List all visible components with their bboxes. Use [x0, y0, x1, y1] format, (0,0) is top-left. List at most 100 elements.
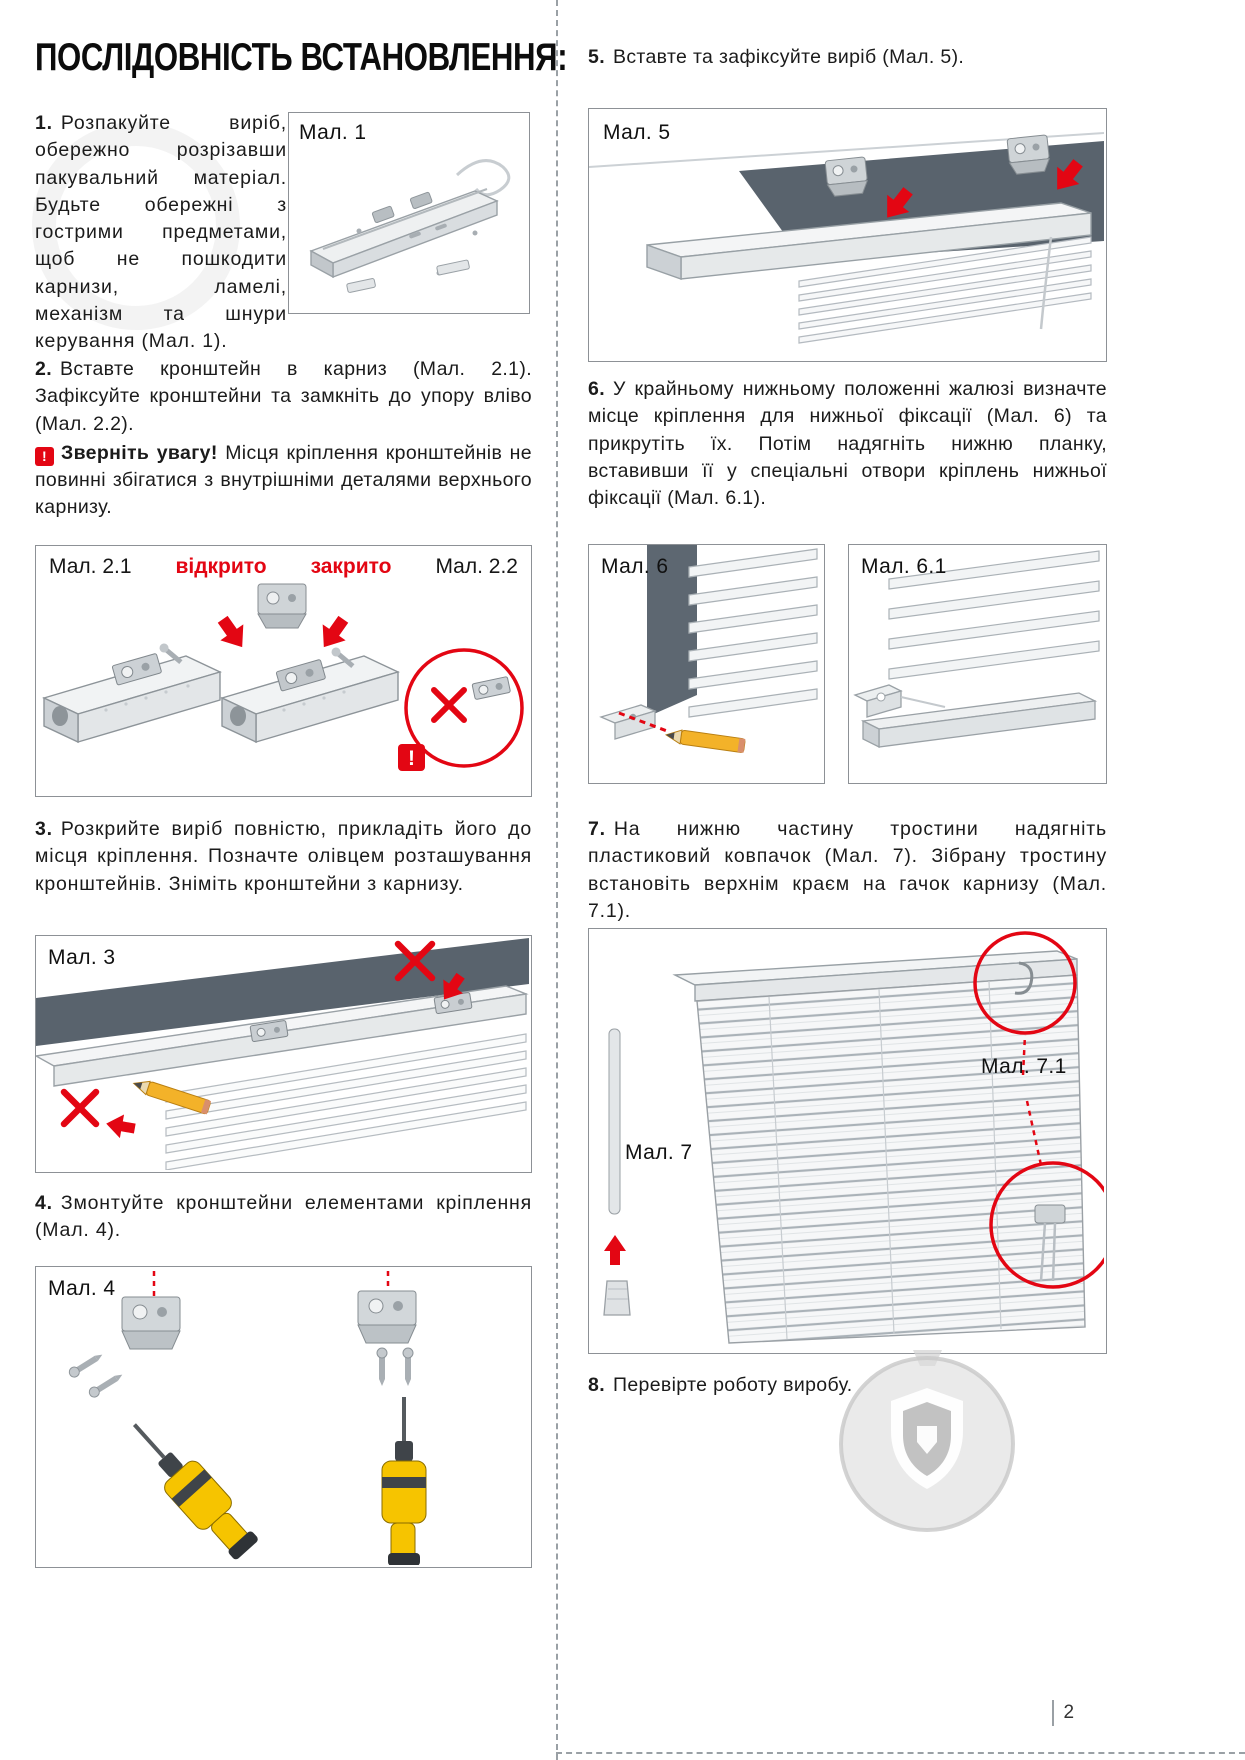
hook-icon	[1014, 961, 1034, 995]
column-divider	[556, 0, 558, 1760]
figure-5: Мал. 5	[588, 108, 1107, 362]
arrow-up-icon	[604, 1235, 626, 1265]
bracket-icon	[121, 1296, 181, 1350]
step-5: 5. Вставте та зафіксуйте виріб (Мал. 5).	[588, 44, 1107, 71]
arrow-icon	[217, 615, 244, 648]
step-3: 3.Розкрийте виріб повністю, прикладіть й…	[35, 816, 532, 898]
figure-2-2-label: Мал. 2.2	[435, 555, 518, 578]
bracket-icon	[357, 1290, 417, 1344]
bottom-rail-icon	[860, 692, 1098, 749]
step-3-number: 3.	[35, 818, 53, 840]
tilt-mechanism	[1034, 1204, 1066, 1224]
brand-watermark	[835, 1348, 1020, 1533]
arrow-icon	[1057, 159, 1083, 190]
figure-4-illustration	[68, 1271, 427, 1565]
louver-slats	[688, 548, 818, 718]
figure-6-1: Мал. 6.1	[848, 544, 1107, 784]
warning-text: Місця кріплення кронштейнів не повинні з…	[35, 441, 532, 519]
pencil-icon	[664, 729, 746, 753]
step-1-number: 1.	[35, 112, 53, 134]
figure-6: Мал. 6	[588, 544, 825, 784]
figure-6-1-label: Мал. 6.1	[861, 555, 947, 578]
drill-icon	[381, 1397, 427, 1565]
bracket-icon	[1006, 134, 1051, 175]
step-4: 4.Змонтуйте кронштейни елементами кріпле…	[35, 1190, 532, 1245]
figure-2: Мал. 2.1 відкрито закрито Мал. 2.2	[35, 545, 532, 797]
ghost-watermark-ring	[28, 118, 244, 334]
cornice-open-icon	[42, 643, 222, 744]
callout-dashes	[1021, 1034, 1043, 1166]
figure-1-label: Мал. 1	[299, 121, 367, 144]
tilt-wand	[608, 1028, 621, 1215]
step-8: 8.Перевірте роботу виробу.	[588, 1372, 1107, 1399]
x-mark-icon	[431, 687, 467, 723]
step-1: 1.Розпакуйте виріб, обережно розрізавши …	[35, 110, 287, 356]
figure-5-label: Мал. 5	[603, 121, 671, 144]
figure-5-illustration	[589, 132, 1104, 344]
screw-icon	[376, 1347, 388, 1386]
blind-body	[696, 974, 1086, 1344]
figure-6-1-illustration	[853, 550, 1100, 749]
step-2-paragraph: 2.Вставте кронштейн в карниз (Мал. 2.1).…	[35, 356, 532, 438]
step-5-number: 5.	[588, 46, 605, 68]
ladder-strings	[768, 980, 1002, 1340]
step-6-number: 6.	[588, 378, 605, 400]
step-7-number: 7.	[588, 818, 606, 840]
step-2: 2.Вставте кронштейн в карниз (Мал. 2.1).…	[35, 356, 532, 522]
drill-icon	[132, 1423, 258, 1560]
step-1-text: Розпакуйте виріб, обережно розрізавши па…	[35, 112, 287, 353]
figure-4-label: Мал. 4	[48, 1277, 116, 1300]
bottom-rule	[556, 1752, 1245, 1754]
warning-icon: !	[35, 446, 54, 466]
pencil-icon	[132, 1080, 212, 1115]
step-6: 6.У крайньому нижньому положенні жалюзі …	[588, 376, 1107, 512]
figure-6-label: Мал. 6	[601, 555, 669, 578]
step-2-warning: ! Зверніть увагу! Місця кріплення кронште…	[35, 440, 532, 522]
step-5-text: Вставте та зафіксуйте виріб (Мал. 5).	[612, 46, 965, 68]
arrow-icon	[443, 972, 465, 1000]
guide-line	[900, 696, 946, 708]
figure-7-1-label: Мал. 7.1	[981, 1055, 1067, 1078]
wall-recess	[647, 545, 697, 717]
screw-icon	[68, 1354, 103, 1378]
watermark-logo-icon	[839, 1350, 1015, 1532]
alignment-dashes	[152, 1271, 390, 1297]
bracket-icon	[824, 156, 869, 197]
x-mark-icon	[60, 1088, 100, 1128]
svg-text:!: !	[408, 747, 415, 770]
figure-3: Мал. 3	[35, 935, 532, 1173]
figure-6-illustration	[599, 545, 818, 753]
bottom-bracket-icon	[599, 704, 657, 740]
step-3-text: Розкрийте виріб повністю, прикладіть йог…	[35, 818, 532, 895]
cornice-parts-icon	[309, 159, 511, 293]
louver-slats	[888, 550, 1100, 680]
step-2-number: 2.	[35, 358, 52, 380]
figure-2-closed-label: закрито	[310, 555, 392, 578]
step-7: 7.На нижню частину тростини надягніть пл…	[588, 816, 1107, 925]
blind-slats	[165, 1033, 527, 1170]
highlight-circle-icon	[989, 1161, 1104, 1289]
page-title: ПОСЛІДОВНІСТЬ ВСТАНОВЛЕННЯ:	[35, 36, 568, 79]
page-number: 2	[1063, 1702, 1075, 1723]
step-8-number: 8.	[588, 1374, 605, 1396]
figure-1-illustration	[309, 159, 511, 293]
warning-label: Зверніть увагу!	[61, 441, 218, 464]
fixing-clip-icon	[853, 684, 903, 718]
arrow-icon	[322, 615, 349, 648]
arrow-icon	[106, 1114, 136, 1139]
figure-2-illustration: !	[42, 583, 524, 771]
figure-3-illustration	[36, 938, 529, 1170]
step-4-text: Змонтуйте кронштейни елементами кріпленн…	[35, 1192, 532, 1242]
step-2-text: Вставте кронштейн в карниз (Мал. 2.1). З…	[35, 358, 532, 435]
figure-7-illustration	[603, 931, 1104, 1344]
screw-icon	[402, 1347, 414, 1386]
screw-icon	[88, 1374, 123, 1398]
highlight-circle-icon	[973, 931, 1077, 1035]
figure-4: Мал. 4	[35, 1266, 532, 1568]
step-7-text: На нижню частину тростини надягніть плас…	[588, 818, 1107, 922]
step-6-text: У крайньому нижньому положенні жалюзі ви…	[588, 378, 1107, 510]
exclamation-icon: !	[398, 744, 425, 771]
arrow-icon	[887, 187, 913, 218]
figure-2-1-label: Мал. 2.1	[49, 555, 132, 578]
figure-2-open-label: відкрито	[175, 555, 267, 578]
